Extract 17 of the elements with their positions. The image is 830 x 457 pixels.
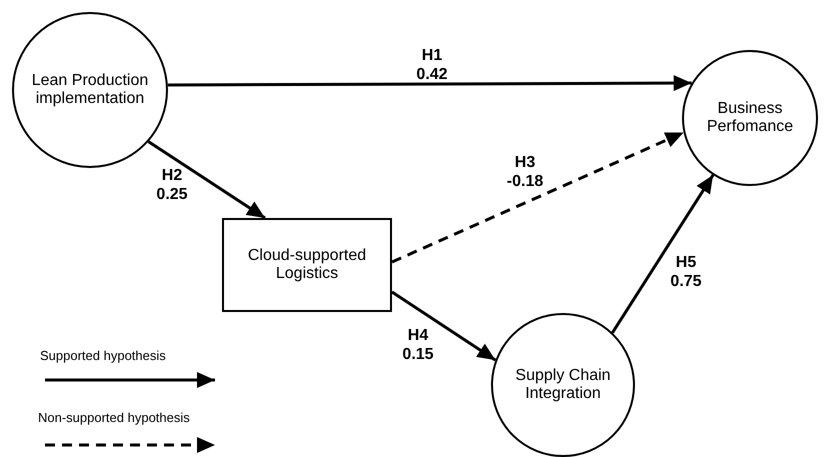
node-label: Supply Chain Integration [514, 366, 612, 404]
legend-label: Non-supported hypothesis [38, 410, 190, 425]
arrow [391, 290, 496, 362]
node-label: Lean Production implementation [30, 72, 150, 108]
arrow [148, 140, 266, 220]
edge-label: H2 0.25 [156, 166, 188, 204]
node-label: Business Perfomance [706, 100, 794, 136]
edge-label: H3 -0.18 [506, 152, 544, 192]
edge-label: H5 0.75 [670, 252, 702, 292]
legend-label: Supported hypothesis [40, 348, 166, 363]
edge-label: H4 0.15 [402, 326, 434, 364]
edge-label: H1 0.42 [416, 46, 448, 84]
arrow [611, 174, 714, 334]
construct-box [222, 218, 392, 312]
arrow [391, 131, 684, 264]
node-label: Cloud-supported Logistics [246, 246, 368, 284]
arrow [168, 75, 692, 92]
